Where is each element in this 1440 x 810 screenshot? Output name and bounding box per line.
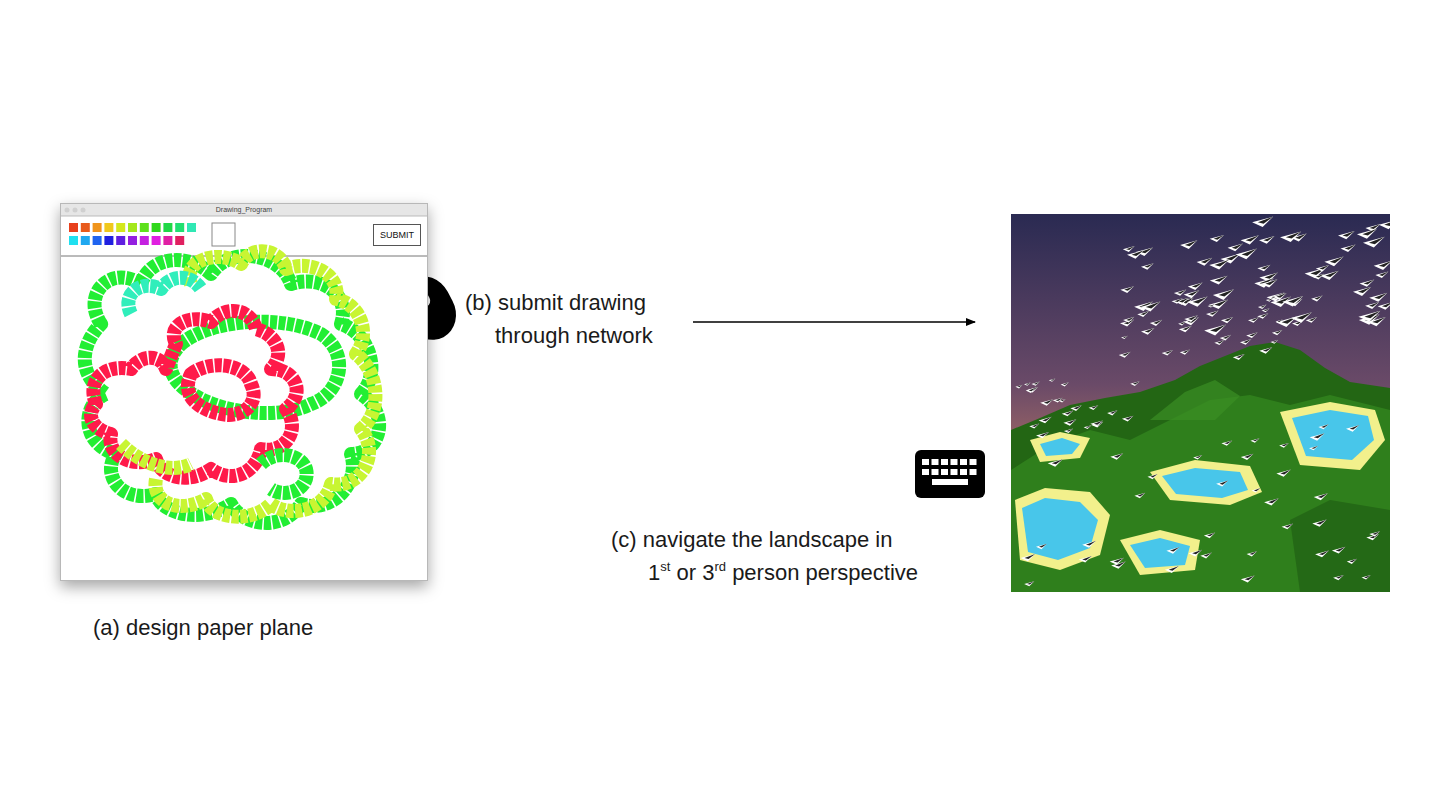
step-caption: (c) navigate the landscape in 1st or 3rd…: [611, 523, 918, 589]
step-caption: (b) submit drawing through network: [465, 286, 653, 352]
keyboard-icon: [915, 450, 985, 498]
step-caption: (a) design paper plane: [93, 611, 313, 644]
flow-arrow: [693, 321, 975, 323]
submit-button: SUBMIT: [373, 224, 421, 246]
button-label: SUBMIT: [380, 230, 414, 240]
landscape-image: [1011, 214, 1390, 592]
window-title: Drawing_Program: [61, 204, 427, 216]
window-chrome: [61, 204, 427, 580]
drawing-program-window: Drawing_Program SUBMIT: [60, 203, 428, 581]
